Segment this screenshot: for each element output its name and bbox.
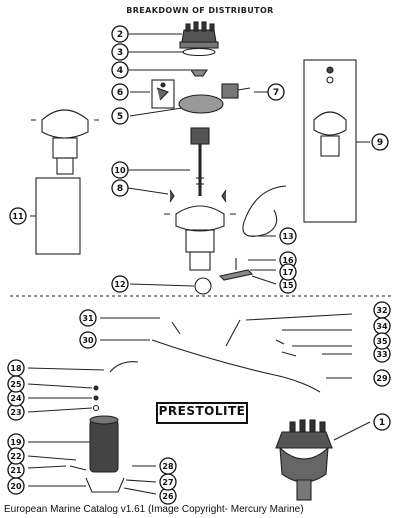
o-ring-part <box>194 277 212 295</box>
callout-6: 6 <box>111 83 129 101</box>
callout-number: 1 <box>379 418 385 428</box>
right-distributor-assembly <box>303 59 357 223</box>
callout-number: 13 <box>282 232 293 241</box>
callout-number: 26 <box>162 492 174 501</box>
callout-32: 32 <box>373 301 391 319</box>
callout-number: 25 <box>10 380 22 389</box>
callout-8: 8 <box>111 179 129 197</box>
callout-25: 25 <box>7 375 25 393</box>
callout-2: 2 <box>111 25 129 43</box>
callout-5: 5 <box>111 107 129 125</box>
callout-number: 6 <box>117 88 123 98</box>
distributor-cap-part <box>179 21 219 49</box>
callout-11: 11 <box>9 207 27 225</box>
callout-21: 21 <box>7 461 25 479</box>
condenser-part <box>221 83 251 99</box>
left-distributor-assembly <box>31 109 99 255</box>
callout-27: 27 <box>159 473 177 491</box>
callout-4: 4 <box>111 61 129 79</box>
rotor-part <box>189 69 209 77</box>
callout-number: 16 <box>282 256 294 265</box>
high-tension-lead-part <box>151 339 321 393</box>
primary-wire-part <box>242 185 287 237</box>
callout-9: 9 <box>371 133 389 151</box>
coil-screw-part <box>69 465 87 471</box>
callout-35: 35 <box>373 332 391 350</box>
callout-number: 10 <box>114 166 126 175</box>
callout-3: 3 <box>111 43 129 61</box>
callout-number: 30 <box>82 336 94 345</box>
points-set-part <box>151 79 175 109</box>
callout-10: 10 <box>111 161 129 179</box>
image-caption: European Marine Catalog v1.61 (Image Cop… <box>4 504 304 515</box>
callout-number: 19 <box>10 438 22 447</box>
callout-12: 12 <box>111 275 129 293</box>
ignition-coil-part <box>89 415 119 473</box>
callout-number: 15 <box>282 281 294 290</box>
callout-number: 34 <box>376 322 388 331</box>
callout-number: 11 <box>12 212 24 221</box>
callout-number: 12 <box>114 280 125 289</box>
secondary-wire-part <box>225 319 241 347</box>
callout-number: 32 <box>376 306 387 315</box>
boot-part <box>171 321 181 335</box>
callout-number: 8 <box>117 184 123 194</box>
callout-28: 28 <box>159 457 177 475</box>
callout-number: 2 <box>117 30 123 40</box>
breaker-plate-part <box>178 94 224 114</box>
coil-lead-part <box>109 361 139 373</box>
callout-number: 21 <box>10 466 22 475</box>
callout-22: 22 <box>7 447 25 465</box>
callout-34: 34 <box>373 317 391 335</box>
callout-number: 7 <box>273 88 279 98</box>
callout-18: 18 <box>7 359 25 377</box>
callout-number: 29 <box>376 374 388 383</box>
cap-gasket-part <box>182 47 216 57</box>
callout-13: 13 <box>279 227 297 245</box>
clip-left-part <box>169 189 175 203</box>
prestolite-label: PRESTOLITE <box>156 402 248 424</box>
callout-31: 31 <box>79 309 97 327</box>
distributor-shaft-part <box>190 127 210 196</box>
callout-number: 4 <box>117 66 123 76</box>
callout-number: 3 <box>117 48 123 58</box>
callout-number: 28 <box>162 462 174 471</box>
clip-right-part <box>221 189 227 203</box>
coil-bracket-part <box>85 477 125 493</box>
callout-number: 18 <box>10 364 22 373</box>
callout-number: 23 <box>10 408 21 417</box>
hold-down-clamp-part <box>218 258 254 281</box>
callout-30: 30 <box>79 331 97 349</box>
callout-7: 7 <box>267 83 285 101</box>
callout-29: 29 <box>373 369 391 387</box>
callout-number: 5 <box>117 112 123 122</box>
callout-17: 17 <box>279 263 297 281</box>
callout-number: 31 <box>82 314 94 323</box>
prestolite-distributor-part <box>275 419 333 501</box>
callout-number: 33 <box>376 350 387 359</box>
callout-number: 24 <box>10 394 22 403</box>
callout-1: 1 <box>373 413 391 431</box>
callout-number: 27 <box>162 478 173 487</box>
callout-20: 20 <box>7 477 25 495</box>
distributor-housing-part <box>164 205 236 271</box>
callout-number: 17 <box>282 268 293 277</box>
callout-number: 35 <box>376 337 388 346</box>
callout-26: 26 <box>159 487 177 505</box>
diagram-title: BREAKDOWN OF DISTRIBUTOR <box>126 6 274 15</box>
callout-number: 9 <box>377 138 383 148</box>
callout-number: 22 <box>10 452 21 461</box>
callout-number: 20 <box>10 482 22 491</box>
